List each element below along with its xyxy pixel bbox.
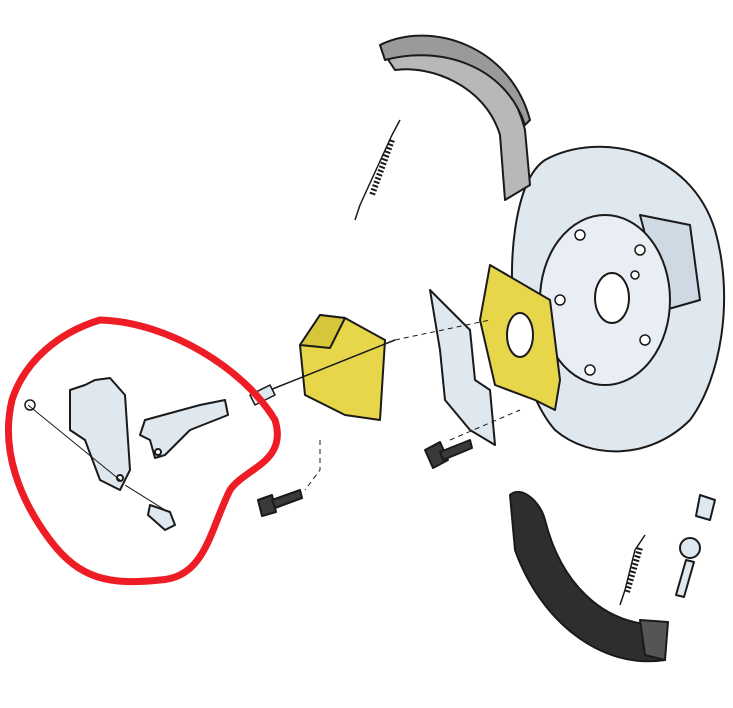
bolt-lower-left [257,489,303,517]
lower-brake-shoe [509,490,669,663]
red-highlight-circle [5,316,281,586]
yellow-gasket [479,264,561,411]
upper-return-spring [354,119,401,221]
backing-plate [510,145,726,453]
lower-spring [619,534,646,606]
parking-brake-lever [24,377,229,531]
upper-brake-shoe [379,34,531,201]
bolt-center [424,439,473,469]
adjuster-screw [675,494,716,598]
yellow-spacer-block [299,314,386,421]
mounting-bracket [429,289,496,446]
assembly-guide-lines [304,319,521,491]
